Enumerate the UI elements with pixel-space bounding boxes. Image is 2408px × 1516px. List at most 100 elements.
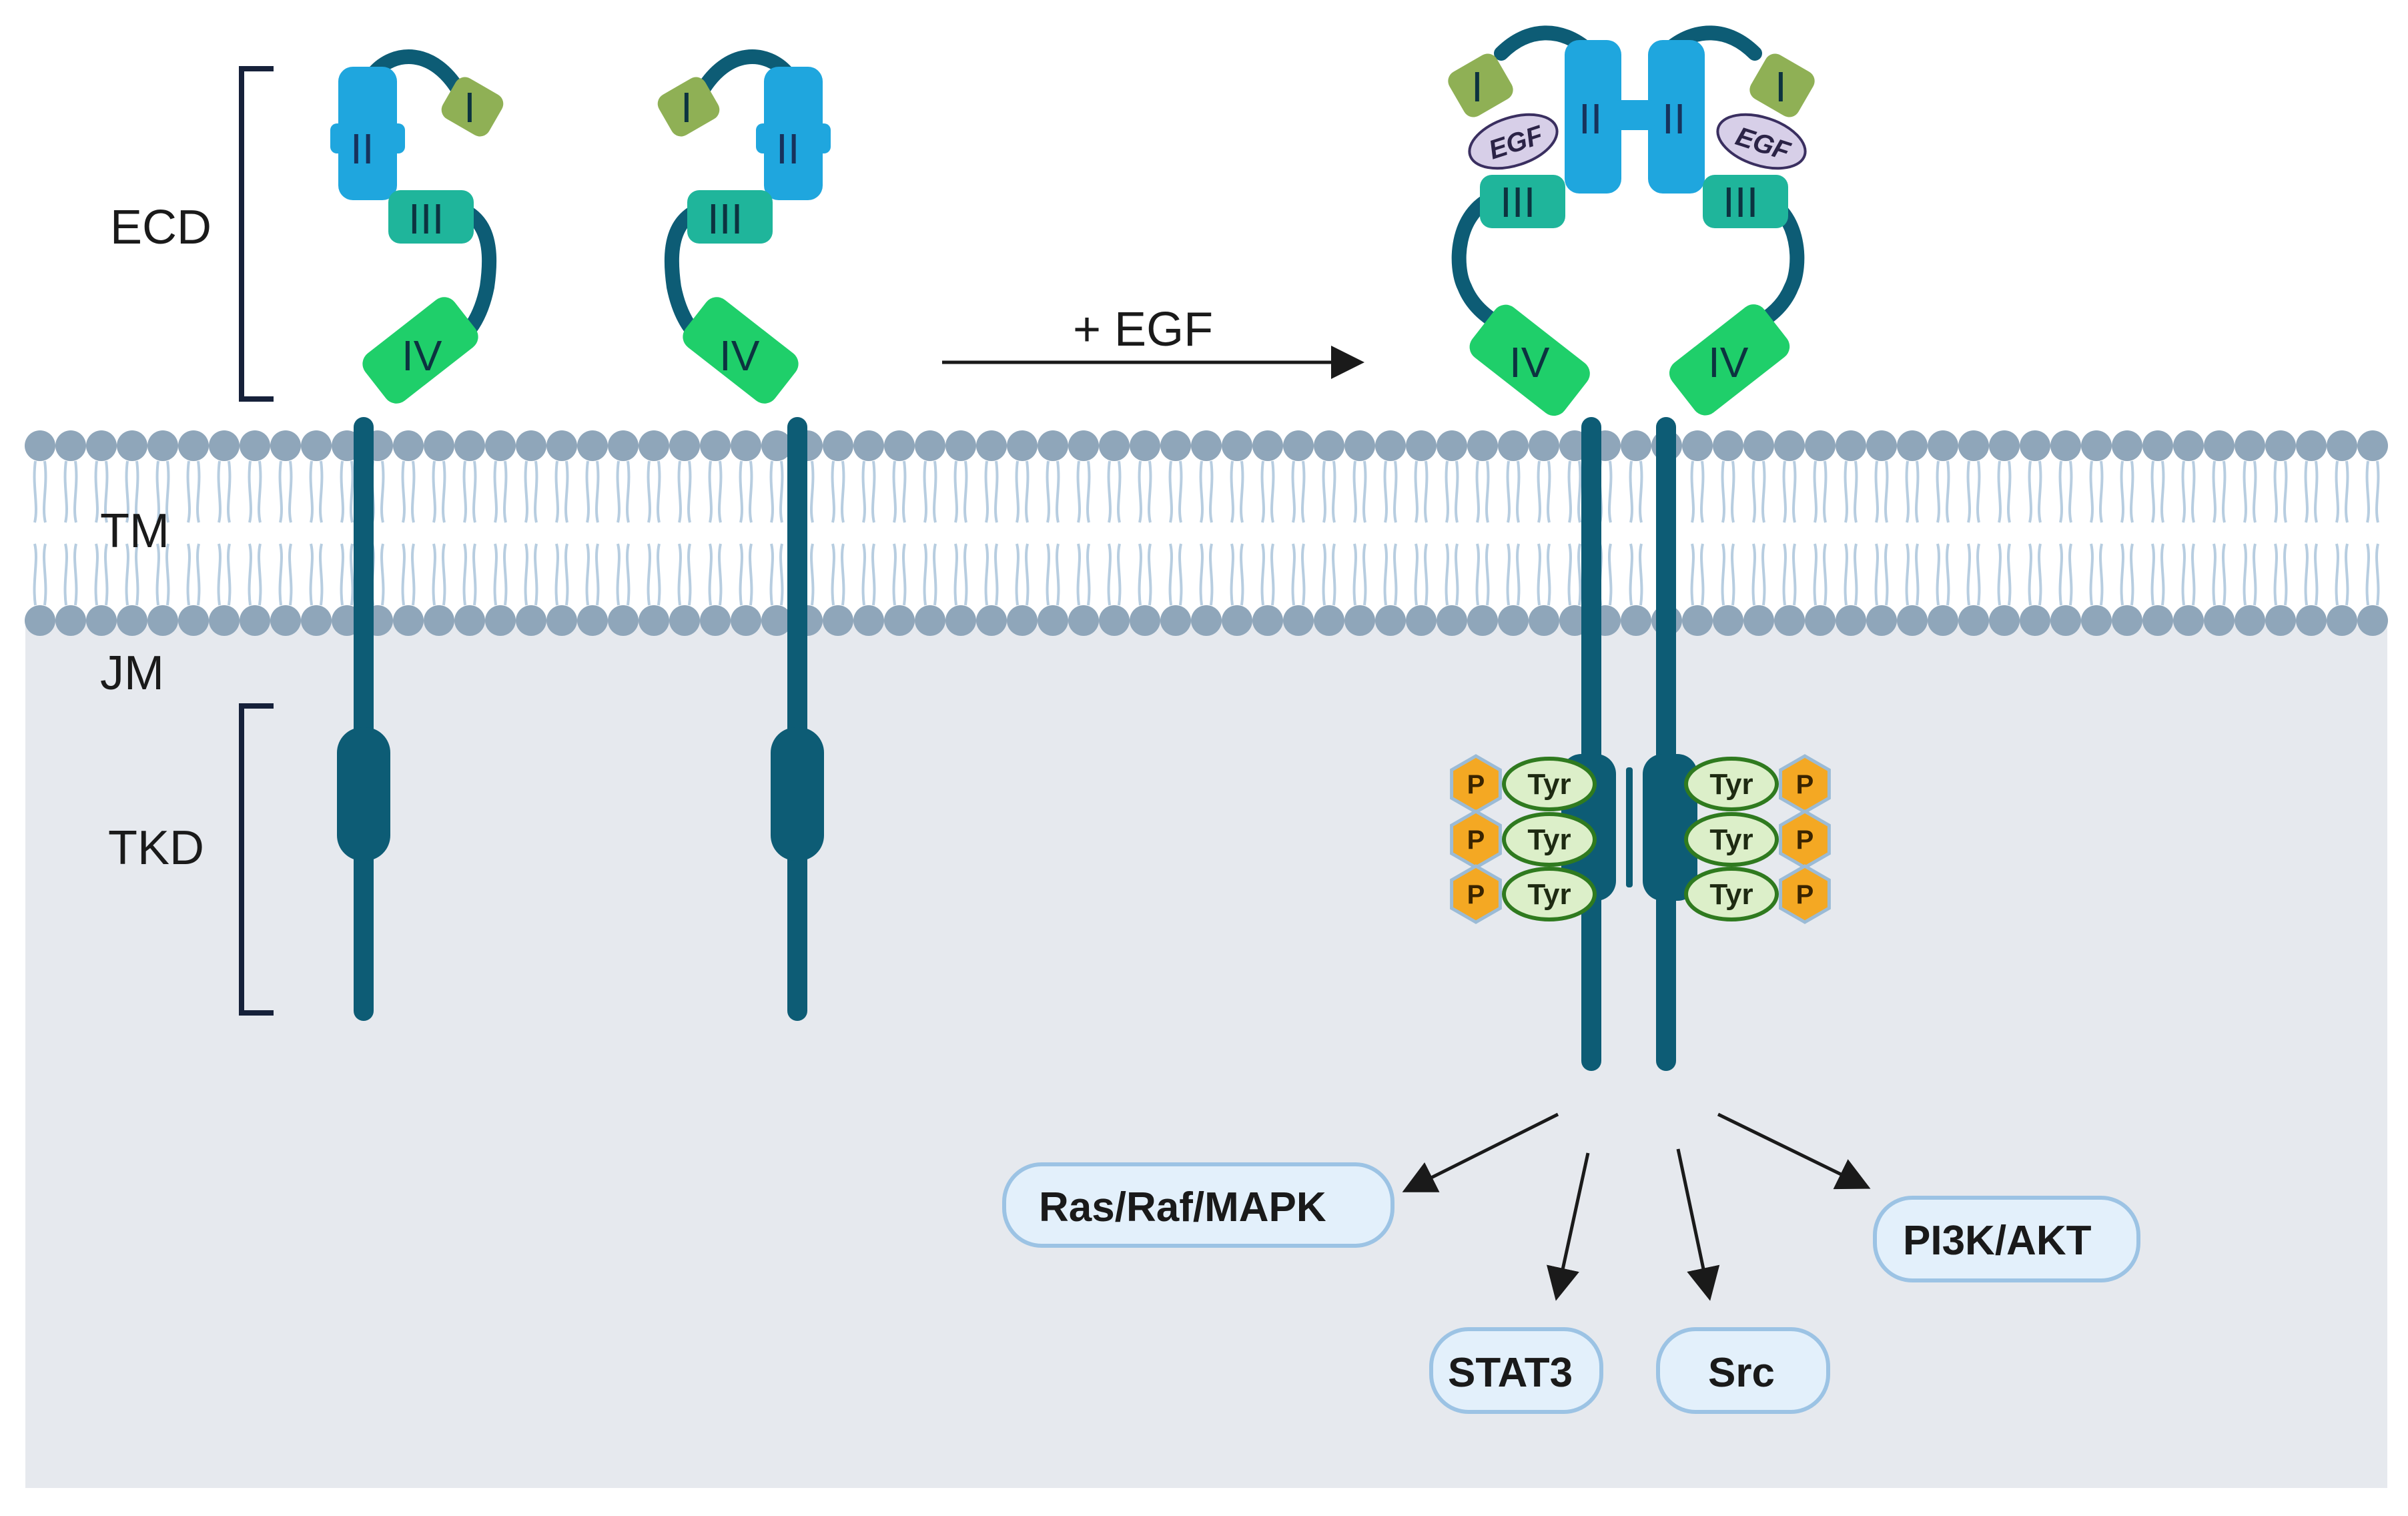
lipid-head <box>853 605 884 636</box>
lipid-head <box>1989 605 2020 636</box>
tkd-block <box>337 727 390 861</box>
lipid-bilayer <box>25 430 2388 636</box>
lipid-tail <box>1690 543 1705 606</box>
tyrosine-residue <box>1684 867 1779 921</box>
lipid-tail <box>524 460 538 523</box>
lipid-tail <box>462 460 477 523</box>
lipid-tail <box>2089 460 2104 523</box>
domain-IV <box>362 297 478 404</box>
lipid-head <box>1836 430 1866 461</box>
lipid-tail <box>861 543 876 606</box>
lipid-tail <box>1046 543 1060 606</box>
lipid-head <box>1682 605 1713 636</box>
lipid-head <box>1191 430 1222 461</box>
lipid-tail <box>94 460 109 523</box>
lipid-head <box>761 605 792 636</box>
receptor-top-loop <box>366 49 468 101</box>
lipid-head <box>516 605 546 636</box>
lipid-tail <box>2120 543 2134 606</box>
lipid-tail <box>1721 543 1735 606</box>
lipid-tail <box>432 460 446 523</box>
lipid-tail <box>1199 460 1214 523</box>
lipid-tail <box>1966 543 1981 606</box>
lipid-tail <box>278 543 293 606</box>
ecd-bracket <box>239 66 274 402</box>
pathway-pi3k-box <box>1873 1196 2140 1282</box>
lipid-head <box>2112 605 2142 636</box>
phosphate-group <box>1450 864 1502 924</box>
pathway-pi3k-label: PI3K/AKT <box>1903 1218 2092 1264</box>
tyrosine-label: Tyr <box>1709 878 1753 911</box>
lipid-head <box>1375 605 1406 636</box>
lipid-head <box>1467 605 1498 636</box>
lipid-tail <box>2243 543 2257 606</box>
tyrosine-label: Tyr <box>1527 823 1571 856</box>
lipid-head <box>2265 430 2296 461</box>
lipid-tail <box>1813 460 1828 523</box>
lipid-tail <box>1874 543 1889 606</box>
dimer-domain-III-left-label: III <box>1500 178 1535 226</box>
lipid-head <box>2235 430 2265 461</box>
pathway-ras-box <box>1002 1162 1394 1248</box>
egfr-dimer: II II I I EGF EGF III III IV IV TyrPTyrP… <box>1448 25 1831 1071</box>
lipid-head <box>731 605 761 636</box>
lipid-head <box>1897 605 1928 636</box>
egfr-monomer-left: II I III IV <box>330 49 504 1021</box>
tkd-label: TKD <box>108 821 204 875</box>
lipid-head <box>2173 430 2204 461</box>
lipid-head <box>1928 430 1958 461</box>
lipid-head <box>1774 605 1805 636</box>
lipid-tail <box>1230 543 1244 606</box>
lipid-head <box>1099 430 1130 461</box>
tyrosine-residue <box>1502 757 1597 811</box>
lipid-tail <box>892 460 907 523</box>
lipid-head <box>1068 430 1099 461</box>
lipid-head <box>2081 430 2112 461</box>
lipid-tail <box>1352 543 1367 606</box>
lipid-head <box>1774 430 1805 461</box>
lipid-head <box>639 605 669 636</box>
lipid-tail <box>1230 460 1244 523</box>
lipid-tail <box>1997 460 2012 523</box>
lipid-tail <box>1751 460 1766 523</box>
tyrosine-residue <box>1684 757 1779 811</box>
lipid-tail <box>462 543 477 606</box>
lipid-head <box>976 605 1007 636</box>
lipid-tail <box>1537 460 1551 523</box>
lipid-head <box>945 430 976 461</box>
lipid-head <box>1406 605 1437 636</box>
lipid-head <box>1222 430 1252 461</box>
lipid-tail <box>1138 460 1152 523</box>
phosphate-label: P <box>1467 880 1485 909</box>
lipid-tail <box>2058 543 2073 606</box>
lipid-head <box>1437 430 1467 461</box>
lipid-tail <box>1598 460 1613 523</box>
lipid-tail <box>2028 543 2042 606</box>
tyrosine-residue <box>1684 812 1779 867</box>
lipid-tail <box>2243 460 2257 523</box>
lipid-tail <box>585 460 600 523</box>
lipid-head <box>945 605 976 636</box>
dimer-domain-II-right-label: II <box>1662 95 1686 143</box>
lipid-tail <box>2304 543 2319 606</box>
dimer-domain-I-left-label: I <box>1471 63 1483 111</box>
lipid-tail <box>2028 460 2042 523</box>
lipid-head <box>546 605 577 636</box>
lipid-head <box>1836 605 1866 636</box>
lipid-tail <box>1076 460 1091 523</box>
domain-II-nub <box>756 123 831 153</box>
lipid-head <box>1314 605 1344 636</box>
lipid-tail <box>248 543 262 606</box>
lipid-tail <box>1291 460 1306 523</box>
lipid-head <box>2265 605 2296 636</box>
lipid-tail <box>524 543 538 606</box>
lipid-tail <box>2181 543 2196 606</box>
lipid-head <box>1344 605 1375 636</box>
lipid-tail <box>340 543 354 606</box>
lipid-tail <box>370 460 385 523</box>
lipid-head <box>1068 605 1099 636</box>
lipid-head <box>1437 605 1467 636</box>
lipid-tail <box>1475 460 1490 523</box>
